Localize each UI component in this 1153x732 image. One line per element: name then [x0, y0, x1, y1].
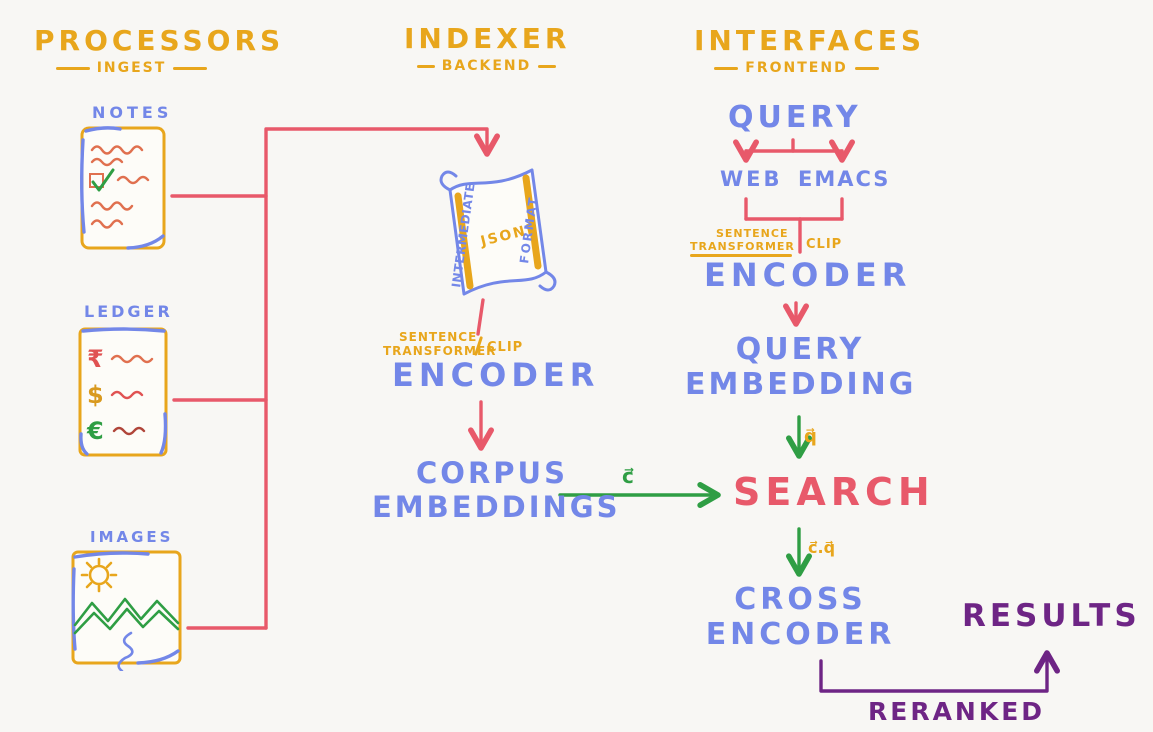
- interfaces-title: INTERFACES: [694, 24, 926, 57]
- interfaces-encoder-label: ENCODER: [704, 256, 912, 294]
- processors-subtitle-text: INGEST: [96, 60, 167, 76]
- query-embedding-line2: EMBEDDING: [685, 367, 917, 403]
- subtitle-dash: [416, 64, 435, 68]
- images-label: IMAGES: [90, 528, 174, 546]
- corpus-line1: CORPUS: [416, 456, 568, 490]
- indexer-model-transformer: TRANSFORMER: [383, 344, 497, 358]
- river-icon: [117, 631, 134, 671]
- ledger-document-icon: ₹ $ €: [78, 327, 168, 457]
- ledger-label: LEDGER: [84, 302, 173, 321]
- results-label: RESULTS: [962, 598, 1141, 634]
- subtitle-dash: [854, 66, 879, 70]
- ingest-connectors: [170, 127, 501, 630]
- similarity-label: c⃗.q⃗: [808, 538, 836, 557]
- interfaces-model-sentence: SENTENCE: [716, 227, 789, 240]
- query-connectors: [732, 138, 856, 327]
- query-embedding-line1: QUERY: [735, 332, 865, 367]
- processors-header: PROCESSORS INGEST: [34, 24, 285, 76]
- euro-symbol: €: [86, 417, 104, 445]
- subtitle-dash: [538, 64, 557, 68]
- reranked-label: RERANKED: [868, 697, 1046, 726]
- cross-encoder-label: CROSS ENCODER: [688, 582, 913, 652]
- notes-document-icon: [80, 126, 166, 250]
- processors-subtitle: INGEST: [34, 60, 229, 76]
- indexer-model-sentence: SENTENCE: [399, 330, 478, 344]
- indexer-subtitle: BACKEND: [404, 58, 569, 74]
- subtitle-dash: [55, 66, 90, 70]
- interfaces-model-clip: CLIP: [806, 237, 843, 252]
- corpus-embeddings-label: CORPUS EMBEDDINGS: [372, 456, 621, 525]
- interfaces-header: INTERFACES FRONTEND: [694, 24, 926, 76]
- interfaces-subtitle-text: FRONTEND: [745, 60, 848, 76]
- indexer-title: INDEXER: [404, 22, 571, 55]
- notes-label: NOTES: [92, 103, 173, 122]
- images-icon: [71, 550, 182, 671]
- subtitle-dash: [173, 66, 208, 70]
- indexer-subtitle-text: BACKEND: [441, 58, 532, 74]
- web-label: WEB: [720, 167, 783, 191]
- dollar-symbol: $: [87, 381, 104, 409]
- query-label: QUERY: [728, 100, 862, 135]
- rerank-connector: [819, 650, 1061, 693]
- model-underline: [690, 254, 792, 257]
- indexer-model-clip: CLIP: [487, 340, 524, 355]
- notes-scribbles: [89, 145, 150, 229]
- emacs-label: EMACS: [798, 167, 891, 191]
- subtitle-dash: [714, 66, 739, 70]
- jsonl-scroll-icon: INTERMEDIATE JSONL FORMAT: [439, 168, 557, 296]
- query-embedding-label: QUERY EMBEDDING: [685, 332, 915, 402]
- indexer-encoder-label: ENCODER: [392, 356, 600, 394]
- checkmark-icon: [91, 168, 115, 192]
- cross-encoder-line2: ENCODER: [705, 617, 896, 653]
- cross-encoder-line1: CROSS: [734, 582, 867, 617]
- search-connectors: [558, 415, 813, 577]
- processors-title: PROCESSORS: [34, 24, 285, 57]
- corpus-vector-label: c⃗: [622, 464, 634, 488]
- sun-icon: [80, 557, 118, 593]
- mountains-icon: [73, 597, 180, 635]
- interfaces-model-transformer: TRANSFORMER: [690, 240, 795, 253]
- indexer-header: INDEXER BACKEND: [404, 22, 569, 74]
- rupee-symbol: ₹: [87, 345, 104, 373]
- corpus-line2: EMBEDDINGS: [372, 489, 621, 524]
- search-label: SEARCH: [733, 470, 935, 514]
- interfaces-subtitle: FRONTEND: [694, 60, 899, 76]
- query-vector-label: q⃗: [804, 426, 817, 447]
